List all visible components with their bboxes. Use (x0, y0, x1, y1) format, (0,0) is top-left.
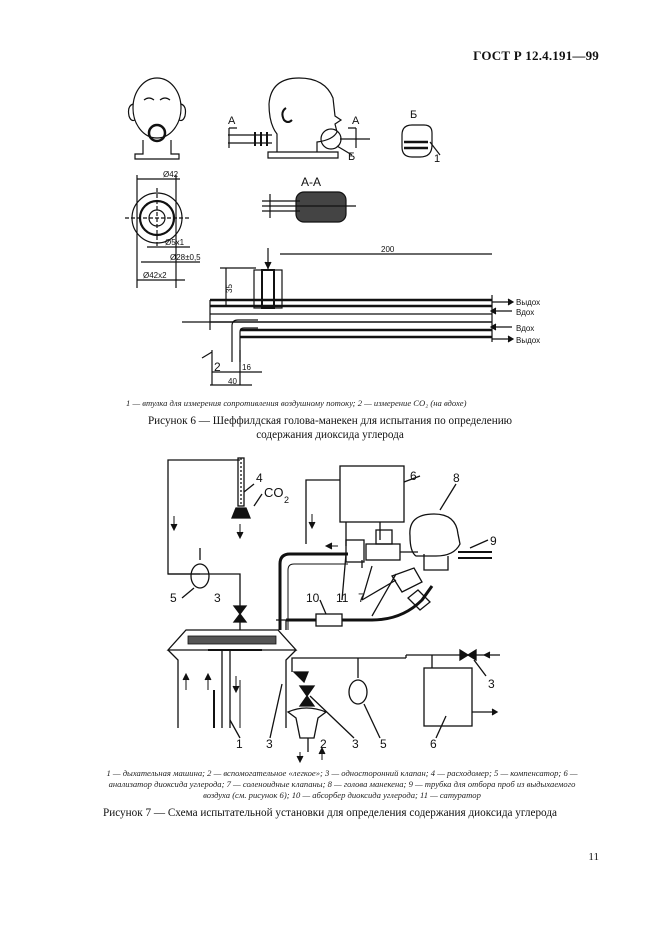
mouth-ring-detail (125, 175, 200, 288)
label-3-bottom-right: 3 (352, 737, 359, 751)
label-3-bottom-left: 3 (266, 737, 273, 751)
dim-40: 40 (228, 377, 237, 386)
label-3-left: 3 (214, 591, 221, 605)
label-10: 10 (306, 591, 320, 605)
breathing-machine (166, 629, 298, 728)
solenoid-valves (345, 529, 418, 568)
one-way-valve-left (232, 605, 248, 623)
dim-42x2: Ø42х2 (143, 271, 167, 280)
figure-6-legend: 1 — втулка для измерения сопротивления в… (126, 398, 467, 408)
callout-b-label: Б (348, 151, 355, 163)
section-label-a-right: А (352, 115, 360, 127)
dim-42: Ø42 (163, 170, 179, 179)
co2-analyser-bottom (423, 667, 473, 727)
figure-6-title-line1: Рисунок 6 — Шеффилдская голова-манекен д… (147, 415, 513, 427)
label-4: 4 (256, 471, 263, 485)
dim-28: Ø28±0,5 (170, 253, 201, 262)
sampling-tube-assembly (182, 248, 493, 386)
figure-7-legend-line2: анализатор диоксида углерода; 7 — солено… (108, 779, 576, 789)
label-co2-subscript: 2 (284, 495, 289, 505)
flow-arrows (489, 298, 515, 343)
label-5-left: 5 (170, 591, 177, 605)
document-header: ГОСТ Р 12.4.191—99 (473, 48, 599, 63)
figure-7-title: Рисунок 7 — Схема испытательной установк… (103, 807, 557, 819)
figure-6-title-line2: содержания диоксида углерода (256, 429, 404, 441)
one-way-valve-right (459, 648, 477, 662)
label-vydoh-1: Выдох (516, 298, 540, 307)
compensator-bottom (348, 679, 368, 705)
section-aa (262, 191, 356, 223)
label-2: 2 (320, 737, 327, 751)
figure-6-drawing: А А Б Б А-А 1 2 Ø42 Ø5х1 Ø28±0,5 Ø42х2 2… (125, 77, 540, 386)
figure-7-legend-line3: воздуха (см. рисунок 6); 10 — абсорбер д… (203, 790, 481, 800)
label-8: 8 (453, 471, 460, 485)
view-b-title: Б (410, 109, 417, 121)
section-label-a-left: А (228, 115, 236, 127)
callout-1: 1 (434, 153, 440, 165)
label-6-bottom: 6 (430, 737, 437, 751)
dummy-head (409, 513, 492, 571)
callout-2: 2 (214, 360, 221, 374)
dummy-head-front (127, 77, 187, 160)
flowmeter (237, 457, 245, 507)
dim-200: 200 (381, 245, 395, 254)
dim-35: 35 (225, 284, 234, 293)
label-1: 1 (236, 737, 243, 751)
label-7: 7 (358, 591, 365, 605)
page-number: 11 (588, 851, 599, 863)
co2-absorber (315, 613, 343, 627)
label-5-bottom: 5 (380, 737, 387, 751)
label-6-top: 6 (410, 469, 417, 483)
section-aa-title: А-А (301, 175, 321, 189)
label-9: 9 (490, 534, 497, 548)
dim-16: 16 (242, 363, 251, 372)
compensator-left (190, 563, 210, 589)
co2-analyser-top (339, 465, 405, 523)
view-b-detail (401, 124, 441, 158)
label-11: 11 (336, 591, 349, 605)
dummy-head-side (228, 77, 370, 159)
label-co2: CO (264, 485, 284, 500)
auxiliary-lung (286, 671, 328, 752)
figure-7-legend-line1: 1 — дыхательная машина; 2 — вспомогатель… (106, 768, 578, 778)
label-vdoh-1: Вдох (516, 308, 534, 317)
label-3-right: 3 (488, 677, 495, 691)
label-vdoh-2: Вдох (516, 324, 534, 333)
label-vydoh-2: Выдох (516, 336, 540, 345)
dim-5x1: Ø5х1 (165, 238, 185, 247)
